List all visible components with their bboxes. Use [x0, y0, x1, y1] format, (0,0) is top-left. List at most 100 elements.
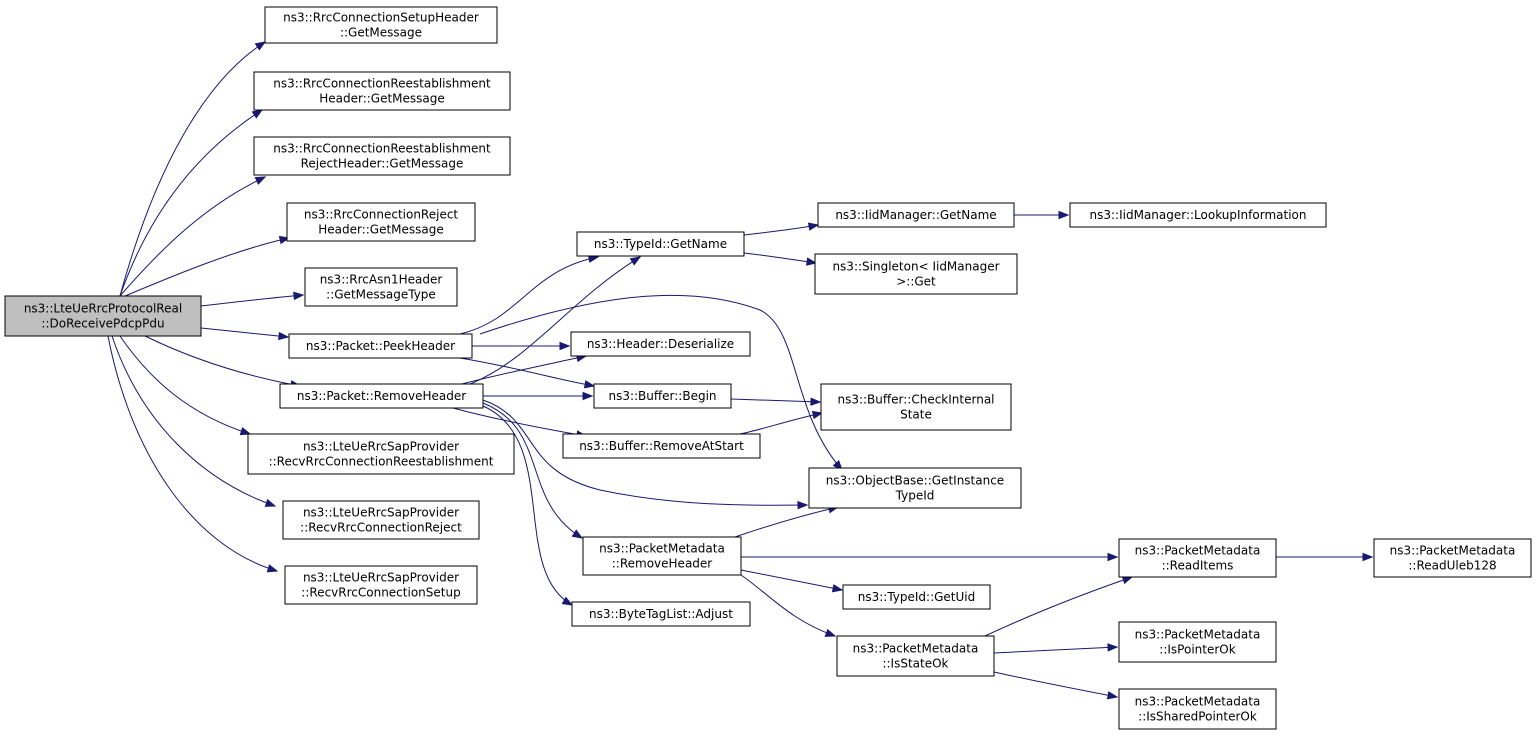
- edge-line: [111, 335, 276, 507]
- edge-iid_getname-to-iid_lookup: [1014, 210, 1070, 220]
- edge-root-to-peek_header: [200, 327, 290, 341]
- node-box[interactable]: [1118, 688, 1277, 730]
- node-box[interactable]: [836, 635, 995, 677]
- node-box[interactable]: [253, 136, 511, 176]
- edge-root-to-sap_setup: [107, 335, 279, 573]
- node-box[interactable]: [582, 536, 742, 576]
- node-box[interactable]: [288, 333, 473, 359]
- node-label-line: Header::GetMessage: [319, 92, 445, 106]
- edge-root-to-asn1_type: [200, 291, 305, 307]
- node-reject-hdr[interactable]: ns3::RrcConnectionRejectHeader::GetMessa…: [286, 202, 476, 242]
- node-box[interactable]: [570, 331, 751, 357]
- node-bytetag-adjust[interactable]: ns3::ByteTagList::Adjust: [571, 601, 751, 627]
- node-singleton-get[interactable]: ns3::Singleton< IidManager>::Get: [814, 253, 1018, 295]
- node-box[interactable]: [1373, 538, 1532, 578]
- node-box[interactable]: [264, 6, 498, 44]
- node-box[interactable]: [1069, 202, 1327, 228]
- node-box[interactable]: [808, 467, 1022, 509]
- node-box[interactable]: [562, 433, 761, 459]
- node-header-deser[interactable]: ns3::Header::Deserialize: [570, 331, 751, 357]
- node-root[interactable]: ns3::LteUeRrcProtocolReal::DoReceivePdcp…: [4, 295, 202, 337]
- node-iid-lookup[interactable]: ns3::IidManager::LookupInformation: [1069, 202, 1327, 228]
- node-label-line: ns3::RrcAsn1Header: [320, 273, 443, 287]
- edge-layer: [107, 41, 1374, 700]
- edge-root-to-reject_hdr: [124, 235, 291, 297]
- node-label-line: ns3::LteUeRrcSapProvider: [303, 571, 459, 585]
- node-box[interactable]: [1118, 621, 1277, 663]
- node-box[interactable]: [842, 584, 991, 610]
- node-setup-hdr[interactable]: ns3::RrcConnectionSetupHeader::GetMessag…: [264, 6, 498, 44]
- node-label-line: ns3::Buffer::Begin: [608, 389, 716, 403]
- edge-root-to-reest_rej_hdr: [119, 176, 267, 297]
- arrowhead: [293, 291, 305, 301]
- node-label-line: ns3::IidManager::LookupInformation: [1090, 208, 1307, 222]
- node-box[interactable]: [814, 253, 1018, 295]
- arrowhead: [251, 109, 264, 119]
- arrowhead: [571, 529, 584, 539]
- node-box[interactable]: [593, 383, 732, 409]
- node-box[interactable]: [279, 383, 484, 409]
- node-label-line: ns3::Packet::RemoveHeader: [297, 389, 466, 403]
- node-box[interactable]: [247, 433, 515, 475]
- arrowhead: [254, 176, 267, 185]
- edge-line: [482, 399, 808, 506]
- node-box[interactable]: [253, 71, 511, 111]
- node-label-line: ::GetMessageType: [326, 288, 436, 302]
- node-sap-reest[interactable]: ns3::LteUeRrcSapProvider::RecvRrcConnect…: [247, 433, 515, 475]
- node-peek-header[interactable]: ns3::Packet::PeekHeader: [288, 333, 473, 359]
- arrowhead: [1106, 691, 1119, 700]
- node-buffer-begin[interactable]: ns3::Buffer::Begin: [593, 383, 732, 409]
- node-pm-removeheader[interactable]: ns3::PacketMetadata::RemoveHeader: [582, 536, 742, 576]
- node-label-line: ns3::Header::Deserialize: [587, 337, 734, 351]
- node-pm-readuleb[interactable]: ns3::PacketMetadata::ReadUleb128: [1373, 538, 1532, 578]
- node-label-line: ns3::PacketMetadata: [1390, 544, 1516, 558]
- node-pm-isstateok[interactable]: ns3::PacketMetadata::IsStateOk: [836, 635, 995, 677]
- node-typeid-getname[interactable]: ns3::TypeId::GetName: [576, 231, 745, 257]
- node-reest-hdr[interactable]: ns3::RrcConnectionReestablishmentHeader:…: [253, 71, 511, 111]
- node-label-line: ns3::RrcConnectionReestablishment: [273, 77, 491, 91]
- node-asn1-type[interactable]: ns3::RrcAsn1Header::GetMessageType: [304, 267, 458, 307]
- node-reest-rej-hdr[interactable]: ns3::RrcConnectionReestablishmentRejectH…: [253, 136, 511, 176]
- edge-remove_header-to-typeid_getname: [469, 256, 642, 385]
- edge-line: [119, 41, 266, 297]
- node-sap-setup[interactable]: ns3::LteUeRrcSapProvider::RecvRrcConnect…: [284, 565, 478, 605]
- node-iid-getname[interactable]: ns3::IidManager::GetName: [817, 202, 1015, 228]
- node-typeid-getuid[interactable]: ns3::TypeId::GetUid: [842, 584, 991, 610]
- node-box[interactable]: [286, 202, 476, 242]
- node-buffer-removeatstart[interactable]: ns3::Buffer::RemoveAtStart: [562, 433, 761, 459]
- edge-line: [461, 355, 587, 385]
- edge-root-to-sap_reject: [111, 335, 277, 507]
- node-pm-readitems[interactable]: ns3::PacketMetadata::ReadItems: [1118, 538, 1277, 578]
- node-label-line: ::RemoveHeader: [612, 557, 713, 571]
- node-box[interactable]: [1118, 538, 1277, 578]
- edge-remove_header-to-header_deser: [461, 353, 588, 385]
- edge-typeid_getname-to-iid_getname: [743, 222, 820, 236]
- arrowhead: [831, 584, 844, 593]
- node-pm-ispointerok[interactable]: ns3::PacketMetadata::IsPointerOk: [1118, 621, 1277, 663]
- edge-line: [124, 237, 290, 297]
- node-box[interactable]: [304, 267, 458, 307]
- node-label-line: ::RecvRrcConnectionReestablishment: [269, 455, 494, 469]
- edge-peek_header-to-header_deser: [472, 341, 571, 351]
- edge-root-to-reest_hdr: [119, 109, 264, 297]
- node-label-line: ns3::TypeId::GetUid: [858, 590, 976, 604]
- node-remove-header[interactable]: ns3::Packet::RemoveHeader: [279, 383, 484, 409]
- node-pm-issharedptrok[interactable]: ns3::PacketMetadata::IsSharedPointerOk: [1118, 688, 1277, 730]
- node-box[interactable]: [820, 383, 1012, 431]
- node-box[interactable]: [282, 500, 480, 540]
- node-box[interactable]: [284, 565, 478, 605]
- edge-line: [740, 574, 836, 637]
- edge-remove_header-to-buffer_removeatstart: [452, 407, 588, 439]
- edge-pm_removeheader-to-pm_isstateok: [740, 574, 837, 637]
- node-box[interactable]: [817, 202, 1015, 228]
- node-box[interactable]: [576, 231, 745, 257]
- node-box[interactable]: [4, 295, 202, 337]
- node-label-line: ns3::LteUeRrcSapProvider: [303, 506, 459, 520]
- node-sap-reject[interactable]: ns3::LteUeRrcSapProvider::RecvRrcConnect…: [282, 500, 480, 540]
- arrowhead: [561, 596, 574, 606]
- arrowhead: [1107, 552, 1119, 562]
- arrowhead: [806, 257, 818, 266]
- node-box[interactable]: [571, 601, 751, 627]
